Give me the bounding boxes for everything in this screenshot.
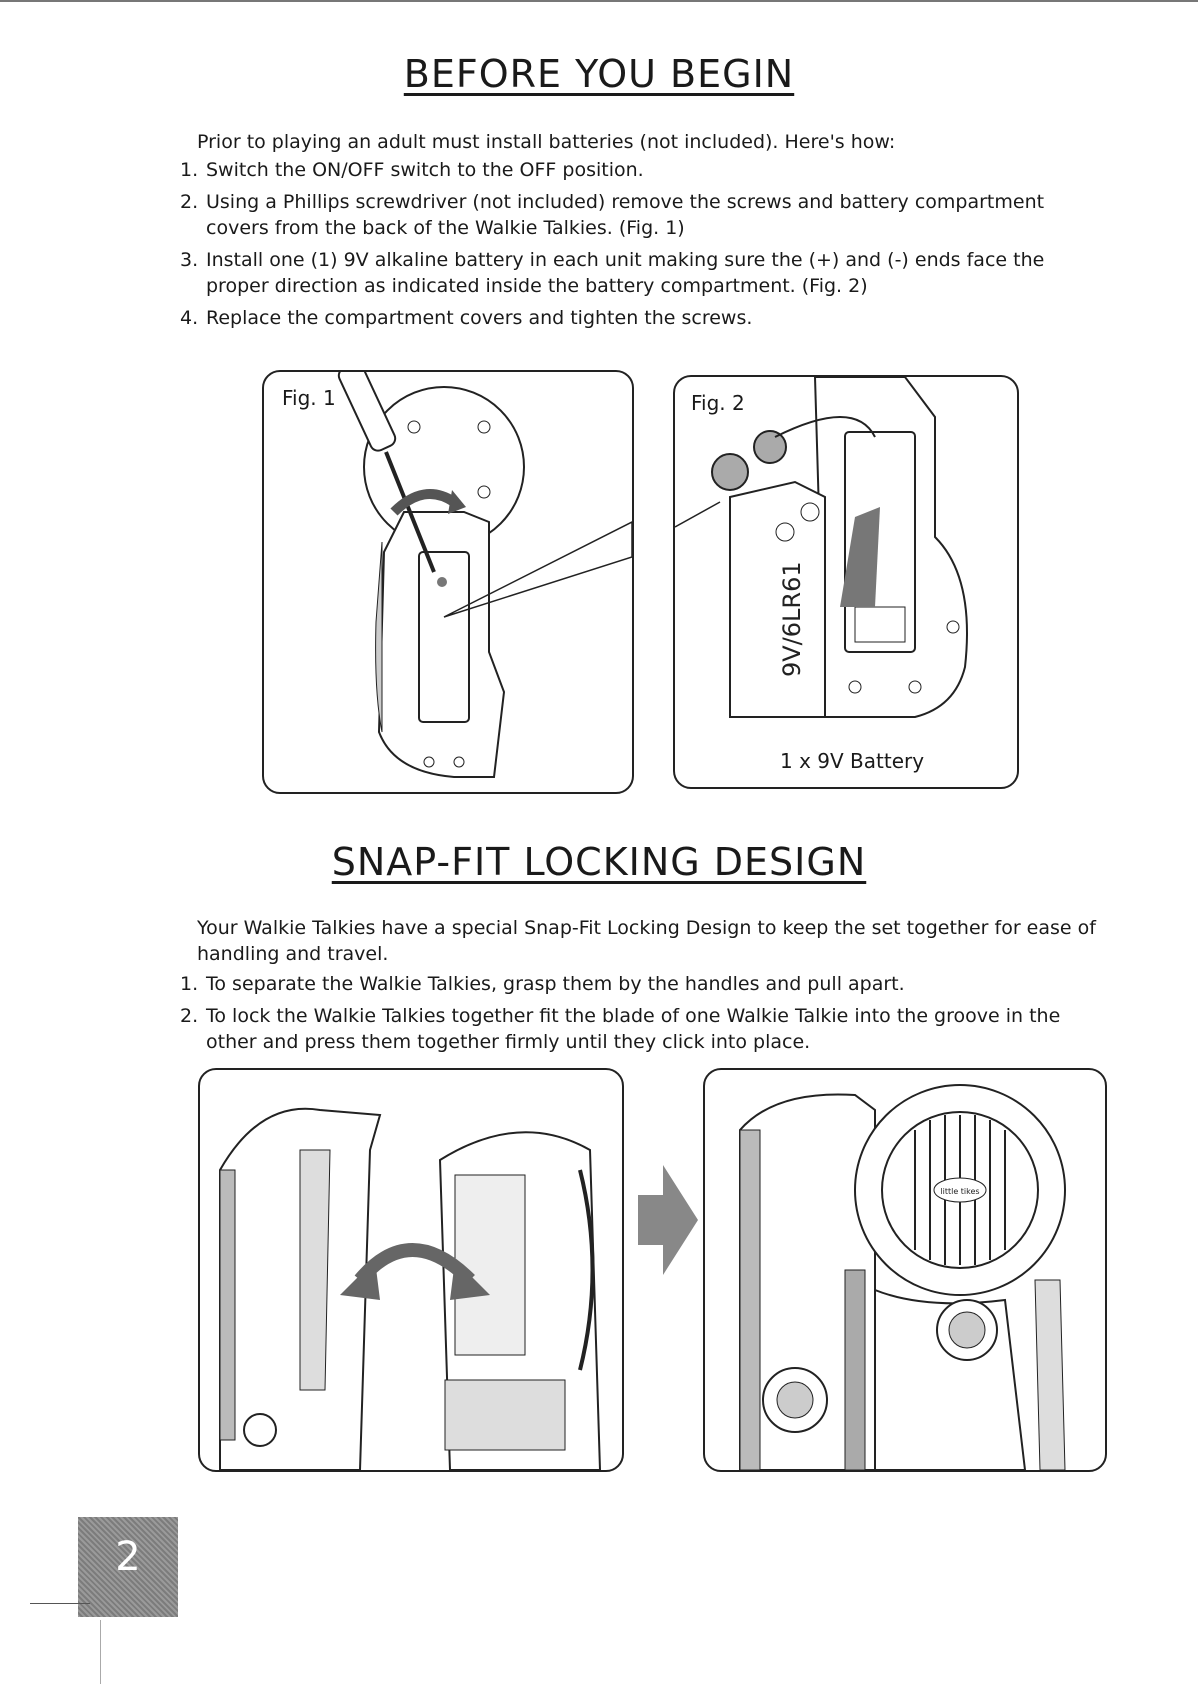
figure-1-panel: Fig. 1 — [262, 370, 634, 794]
brand-logo: little tikes — [940, 1187, 979, 1196]
section-title-snap-fit: SNAP-FIT LOCKING DESIGN — [331, 840, 867, 884]
figure-1-label: Fig. 1 — [282, 386, 336, 410]
figure-2-label: Fig. 2 — [691, 391, 745, 415]
page-vertical-rule — [100, 1620, 101, 1684]
section-title-before-you-begin: BEFORE YOU BEGIN — [403, 52, 795, 96]
snapfit-intro: Your Walkie Talkies have a special Snap-… — [197, 917, 1096, 965]
battery-compartment-illustration: 9V/6LR61 — [675, 377, 968, 718]
figure-2-panel: Fig. 2 9V/6LR61 1 x 9V Battery — [673, 375, 1019, 789]
battery-icon: 9V/6LR61 — [729, 480, 826, 718]
step-item: 1.To separate the Walkie Talkies, grasp … — [180, 973, 905, 995]
battery-label: 9V/6LR61 — [778, 561, 806, 677]
step-item: 4.Replace the compartment covers and tig… — [180, 307, 753, 329]
right-arrow-icon — [638, 1165, 698, 1275]
page-number: 2 — [78, 1517, 178, 1617]
snapfit-steps: 1.To separate the Walkie Talkies, grasp … — [180, 971, 1080, 1061]
walkie-talkies-locked-illustration: little tikes — [739, 1084, 1066, 1470]
walkie-talkie-back-illustration — [337, 372, 632, 778]
locked-walkie-talkies-panel: little tikes — [703, 1068, 1107, 1472]
top-rule — [0, 0, 1198, 2]
step-item: 1.Switch the ON/OFF switch to the OFF po… — [180, 159, 644, 181]
step-item: 2.Using a Phillips screwdriver (not incl… — [180, 191, 1045, 239]
double-arrow-icon — [340, 1243, 490, 1300]
separate-walkie-talkies-panel — [198, 1068, 624, 1472]
battery-intro: Prior to playing an adult must install b… — [197, 131, 896, 153]
step-item: 3.Install one (1) 9V alkaline battery in… — [180, 249, 1045, 297]
walkie-talkies-separated-illustration — [219, 1107, 602, 1470]
page-rule — [30, 1603, 90, 1604]
battery-caption: 1 x 9V Battery — [780, 749, 925, 773]
screwdriver-icon — [337, 372, 436, 573]
step-item: 2.To lock the Walkie Talkies together fi… — [180, 1005, 1061, 1053]
battery-steps: 1.Switch the ON/OFF switch to the OFF po… — [180, 157, 1080, 337]
